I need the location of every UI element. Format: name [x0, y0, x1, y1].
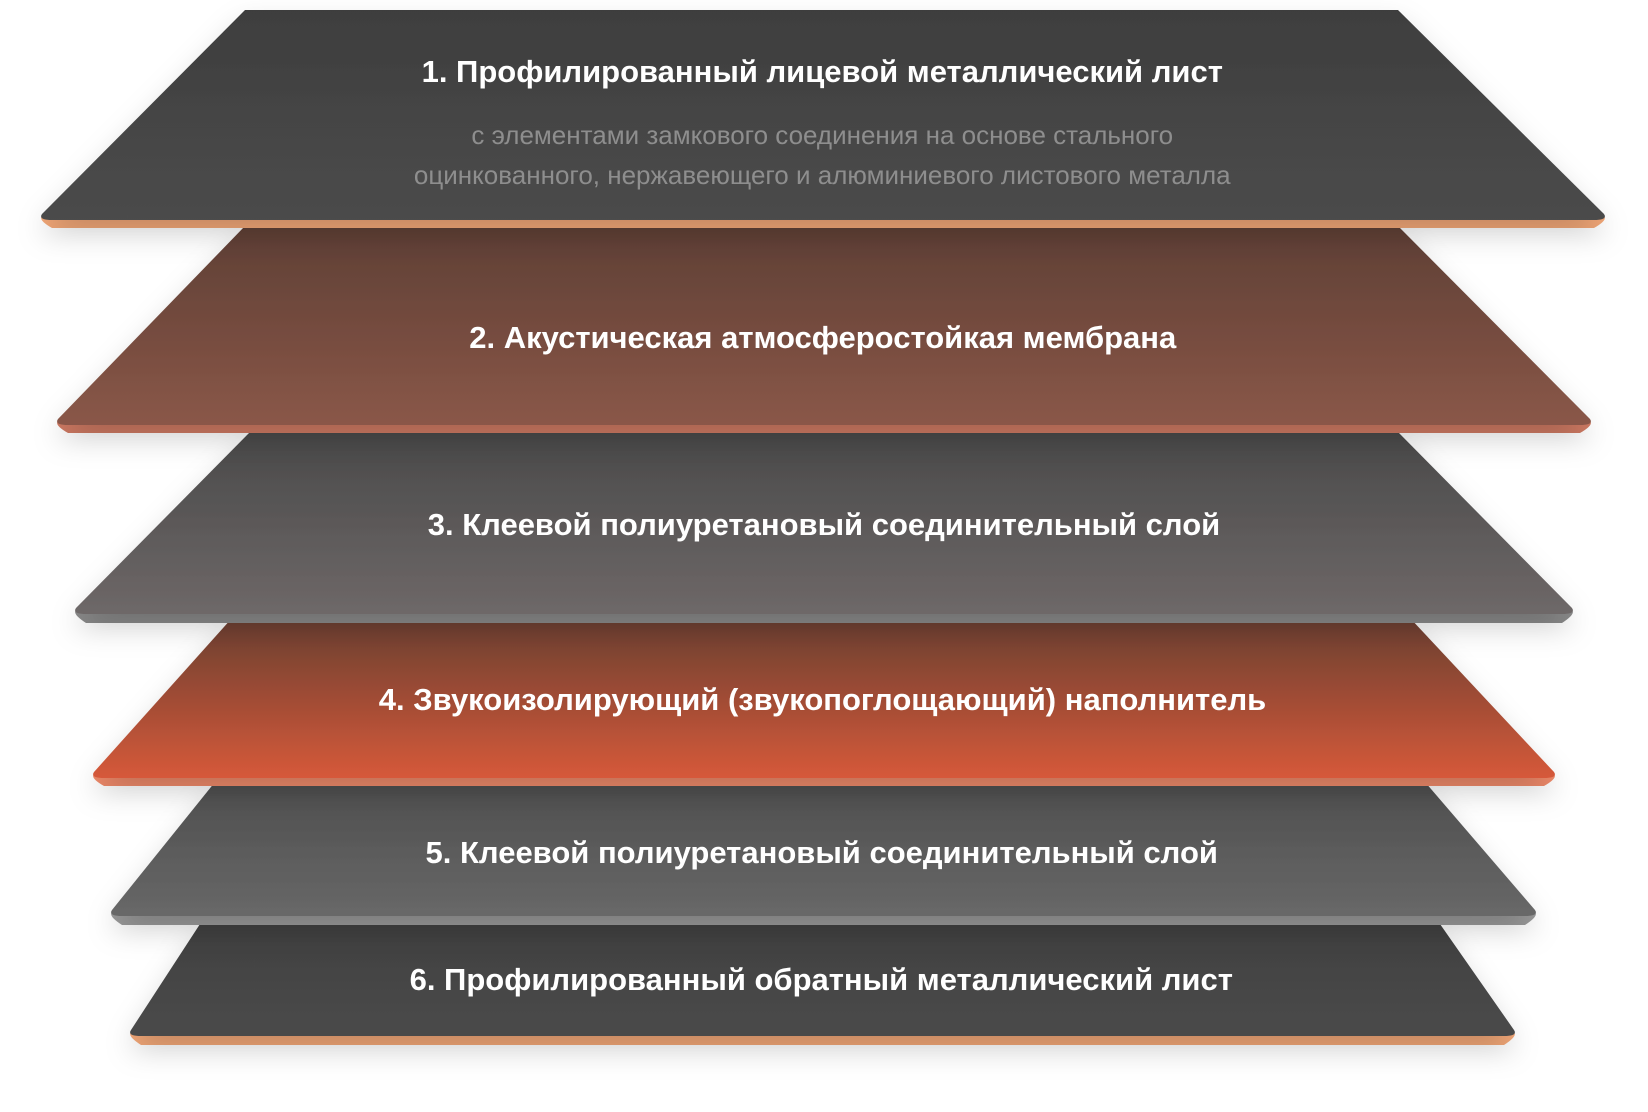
layer-2: 2. Акустическая атмосферостойкая мембран… — [57, 226, 1591, 433]
layer-1-description-line: с элементами замкового соединения на осн… — [471, 120, 1173, 150]
layer-6-plate — [130, 924, 1515, 1036]
layer-5-plate — [111, 782, 1536, 916]
layer-3-title: 3. Клеевой полиуретановый соединительный… — [428, 507, 1220, 542]
layer-1-description-line: оцинкованного, нержавеющего и алюминиево… — [414, 160, 1231, 190]
layer-2-plate — [57, 226, 1591, 425]
layer-4: 4. Звукоизолирующий (звукопоглощающий) н… — [93, 618, 1555, 786]
layer-1-plate — [41, 10, 1605, 220]
layer-1: 1. Профилированный лицевой металлический… — [41, 10, 1605, 228]
layer-6-title: 6. Профилированный обратный металлически… — [410, 962, 1233, 997]
layer-4-plate — [93, 618, 1555, 778]
layer-5: 5. Клеевой полиуретановый соединительный… — [111, 782, 1536, 925]
layer-2-title: 2. Акустическая атмосферостойкая мембран… — [469, 320, 1177, 355]
layer-5-title: 5. Клеевой полиуретановый соединительный… — [426, 835, 1218, 870]
layer-1-title: 1. Профилированный лицевой металлический… — [422, 54, 1223, 89]
layer-6: 6. Профилированный обратный металлически… — [130, 924, 1515, 1045]
layer-3-plate — [75, 432, 1573, 614]
layer-4-title: 4. Звукоизолирующий (звукопоглощающий) н… — [379, 682, 1266, 717]
layer-3: 3. Клеевой полиуретановый соединительный… — [75, 432, 1573, 623]
